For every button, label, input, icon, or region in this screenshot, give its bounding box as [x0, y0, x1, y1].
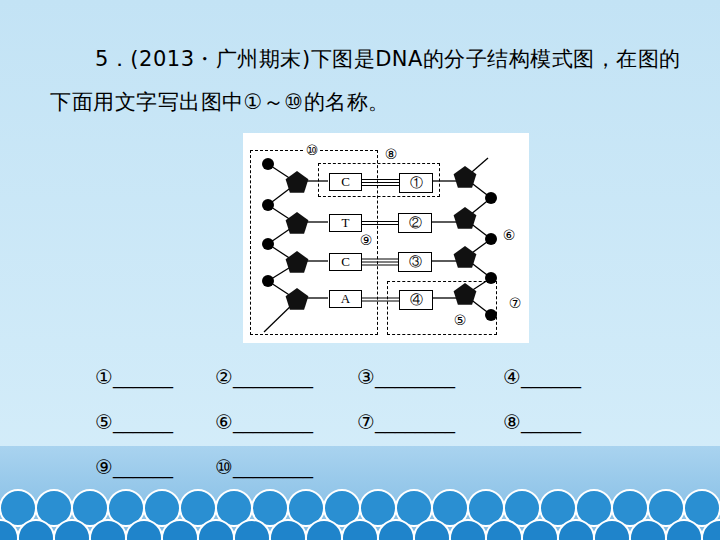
wave-circle	[18, 520, 54, 540]
deoxyribose-pentagon	[454, 166, 477, 188]
wave-circle	[378, 520, 414, 540]
base-bond	[306, 180, 328, 181]
hydrogen-bond	[362, 298, 399, 301]
callout-number: ⑧	[384, 147, 399, 161]
base-box: T	[329, 214, 362, 232]
base-bond	[306, 221, 328, 222]
answer-blank: ⑦________	[357, 411, 455, 433]
answer-blank: ⑥________	[215, 411, 313, 433]
base-box: C	[329, 173, 362, 191]
base-bond	[306, 297, 328, 298]
callout-number: ⑤	[454, 313, 467, 328]
wave-circle	[594, 520, 630, 540]
base-box: A	[329, 290, 362, 308]
question-text: 5．(2013・广州期末)下图是DNA的分子结构模式图，在图的下面用文字写出图中…	[50, 38, 690, 124]
base-letter: T	[342, 215, 350, 231]
callout-number: ⑨	[360, 233, 373, 248]
hydrogen-bond	[362, 222, 398, 225]
dashed-region: ⑧①	[318, 163, 440, 197]
deoxyribose-pentagon	[286, 171, 309, 193]
wave-circle	[0, 520, 18, 540]
answer-blank: ④______	[503, 366, 581, 388]
phosphate-dot	[262, 199, 274, 211]
base-bond	[432, 180, 456, 181]
phosphate-dot	[485, 272, 497, 284]
answer-blank: ⑤______	[95, 411, 173, 433]
base-bond	[432, 221, 456, 222]
phosphate-dot	[262, 158, 274, 170]
dna-backbone	[262, 158, 497, 332]
callout-number: ⑥	[503, 228, 516, 243]
wave-circle	[234, 520, 270, 540]
base-box: ②	[398, 213, 432, 233]
wave-decoration	[0, 490, 720, 540]
base-letter: ②	[409, 214, 422, 232]
wave-circle	[486, 520, 522, 540]
wave-circle	[198, 520, 234, 540]
answer-blank: ⑩________	[215, 456, 313, 478]
deoxyribose-pentagon	[286, 212, 309, 234]
base-letter: C	[341, 174, 350, 190]
wave-circle	[630, 520, 666, 540]
deoxyribose-pentagon	[286, 251, 309, 273]
phosphate-dot	[485, 233, 497, 245]
hydrogen-bond	[362, 259, 398, 265]
answer-blank: ⑧______	[503, 411, 581, 433]
wave-circle	[342, 520, 378, 540]
base-box: ④	[399, 290, 433, 310]
answer-blank: ⑨______	[95, 456, 173, 478]
callout-number: ⑦	[508, 296, 523, 310]
base-letter: A	[341, 291, 350, 307]
base-letter: ①	[410, 174, 423, 192]
figure-panel	[243, 133, 529, 343]
phosphate-dot	[262, 275, 274, 287]
wave-circle	[306, 520, 342, 540]
hydrogen-bond	[362, 180, 399, 186]
wave-circle	[666, 520, 702, 540]
callout-number: ⑩	[305, 143, 320, 157]
wave-circle	[162, 520, 198, 540]
answer-blank: ②________	[215, 366, 313, 388]
dashed-region: ⑦④	[387, 281, 497, 335]
answer-blank: ③________	[357, 366, 455, 388]
base-letter: C	[341, 254, 350, 270]
base-box: C	[329, 253, 362, 271]
wave-circle	[54, 520, 90, 540]
wave-circle	[90, 520, 126, 540]
deoxyribose-pentagon	[454, 207, 477, 229]
base-letter: ③	[409, 253, 422, 271]
phosphate-dot	[262, 238, 274, 250]
wave-circle	[414, 520, 450, 540]
base-box: ③	[398, 252, 432, 272]
base-letter: ④	[410, 291, 423, 309]
deoxyribose-pentagon	[454, 246, 477, 268]
base-bond	[432, 297, 456, 298]
wave-circle	[270, 520, 306, 540]
wave-circle	[702, 520, 720, 540]
wave-circle	[522, 520, 558, 540]
base-box: ①	[399, 173, 433, 193]
phosphate-dot	[485, 192, 497, 204]
phosphate-dot	[485, 309, 497, 321]
base-bond	[306, 260, 328, 261]
deoxyribose-pentagon	[286, 288, 309, 310]
wave-circle	[558, 520, 594, 540]
deoxyribose-pentagon	[454, 283, 477, 305]
wave-circle	[126, 520, 162, 540]
wave-circle	[450, 520, 486, 540]
base-bond	[432, 260, 456, 261]
answer-blank: ①______	[95, 366, 173, 388]
